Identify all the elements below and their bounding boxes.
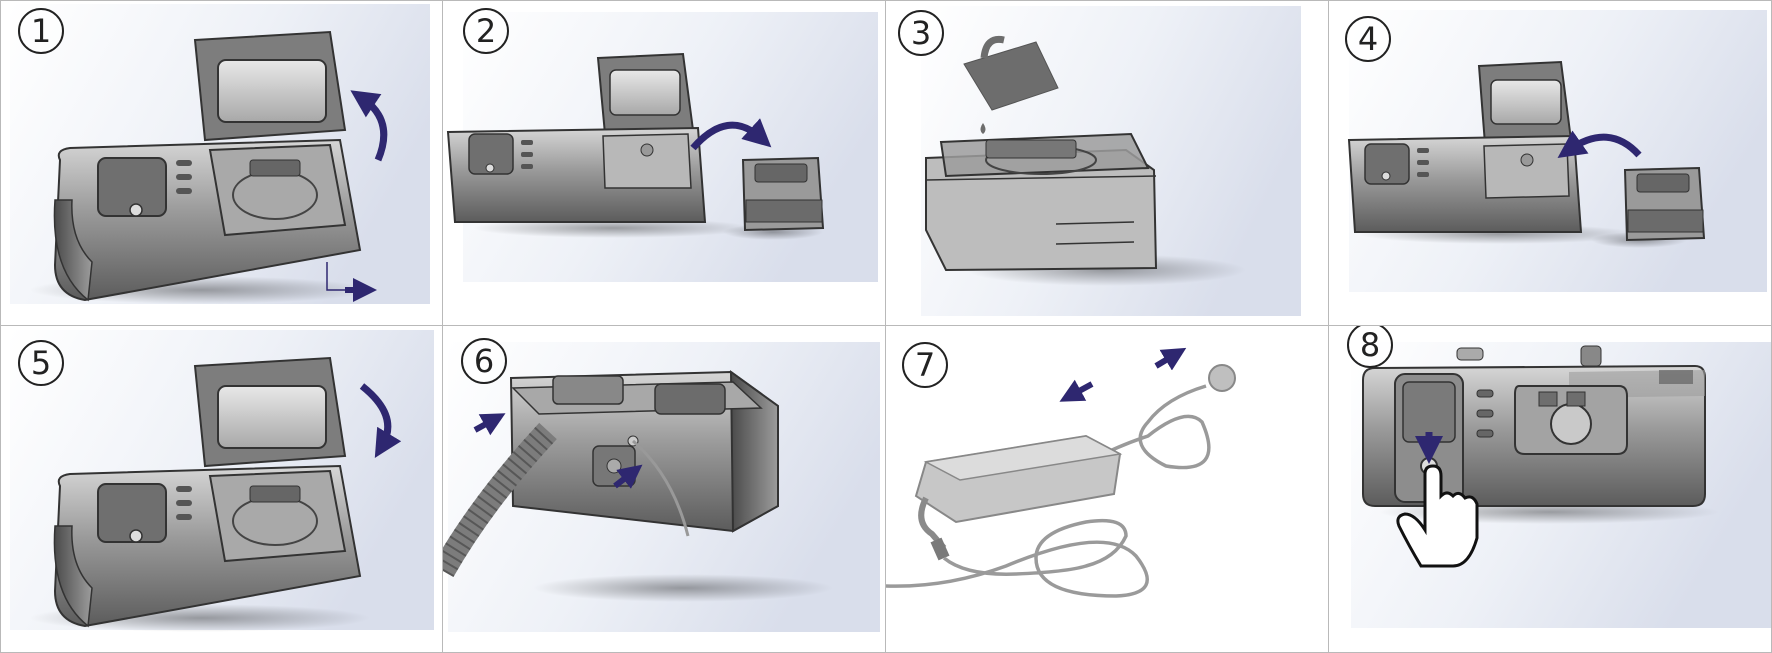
step-number: 7 (902, 342, 948, 388)
connect-tube-illustration (443, 326, 885, 653)
remove-chamber-illustration (443, 0, 885, 325)
fill-water-illustration (886, 0, 1328, 325)
left-border (0, 0, 1, 653)
step-number: 6 (461, 338, 507, 384)
step-number: 2 (463, 8, 509, 54)
press-power-button-illustration (1329, 326, 1772, 653)
step-2-panel: 2 (443, 0, 885, 325)
vertical-divider (885, 0, 886, 653)
step-number: 1 (18, 8, 64, 54)
step-4-panel: 4 (1329, 0, 1772, 325)
horizontal-divider (0, 325, 1772, 326)
vertical-divider (1328, 0, 1329, 653)
top-border (0, 0, 1772, 1)
step-6-panel: 6 (443, 326, 885, 653)
close-lid-illustration (0, 326, 442, 653)
insert-chamber-illustration (1329, 0, 1772, 325)
open-lid-illustration (0, 0, 442, 325)
vertical-divider (442, 0, 443, 653)
step-number: 4 (1345, 16, 1391, 62)
step-number: 5 (18, 340, 64, 386)
step-3-panel: 3 (886, 0, 1328, 325)
power-adapter-illustration (886, 326, 1328, 653)
step-5-panel: 5 (0, 326, 442, 653)
step-7-panel: 7 (886, 326, 1328, 653)
step-1-panel: 1 (0, 0, 442, 325)
step-8-panel: 8 (1329, 326, 1772, 653)
step-number: 3 (898, 10, 944, 56)
